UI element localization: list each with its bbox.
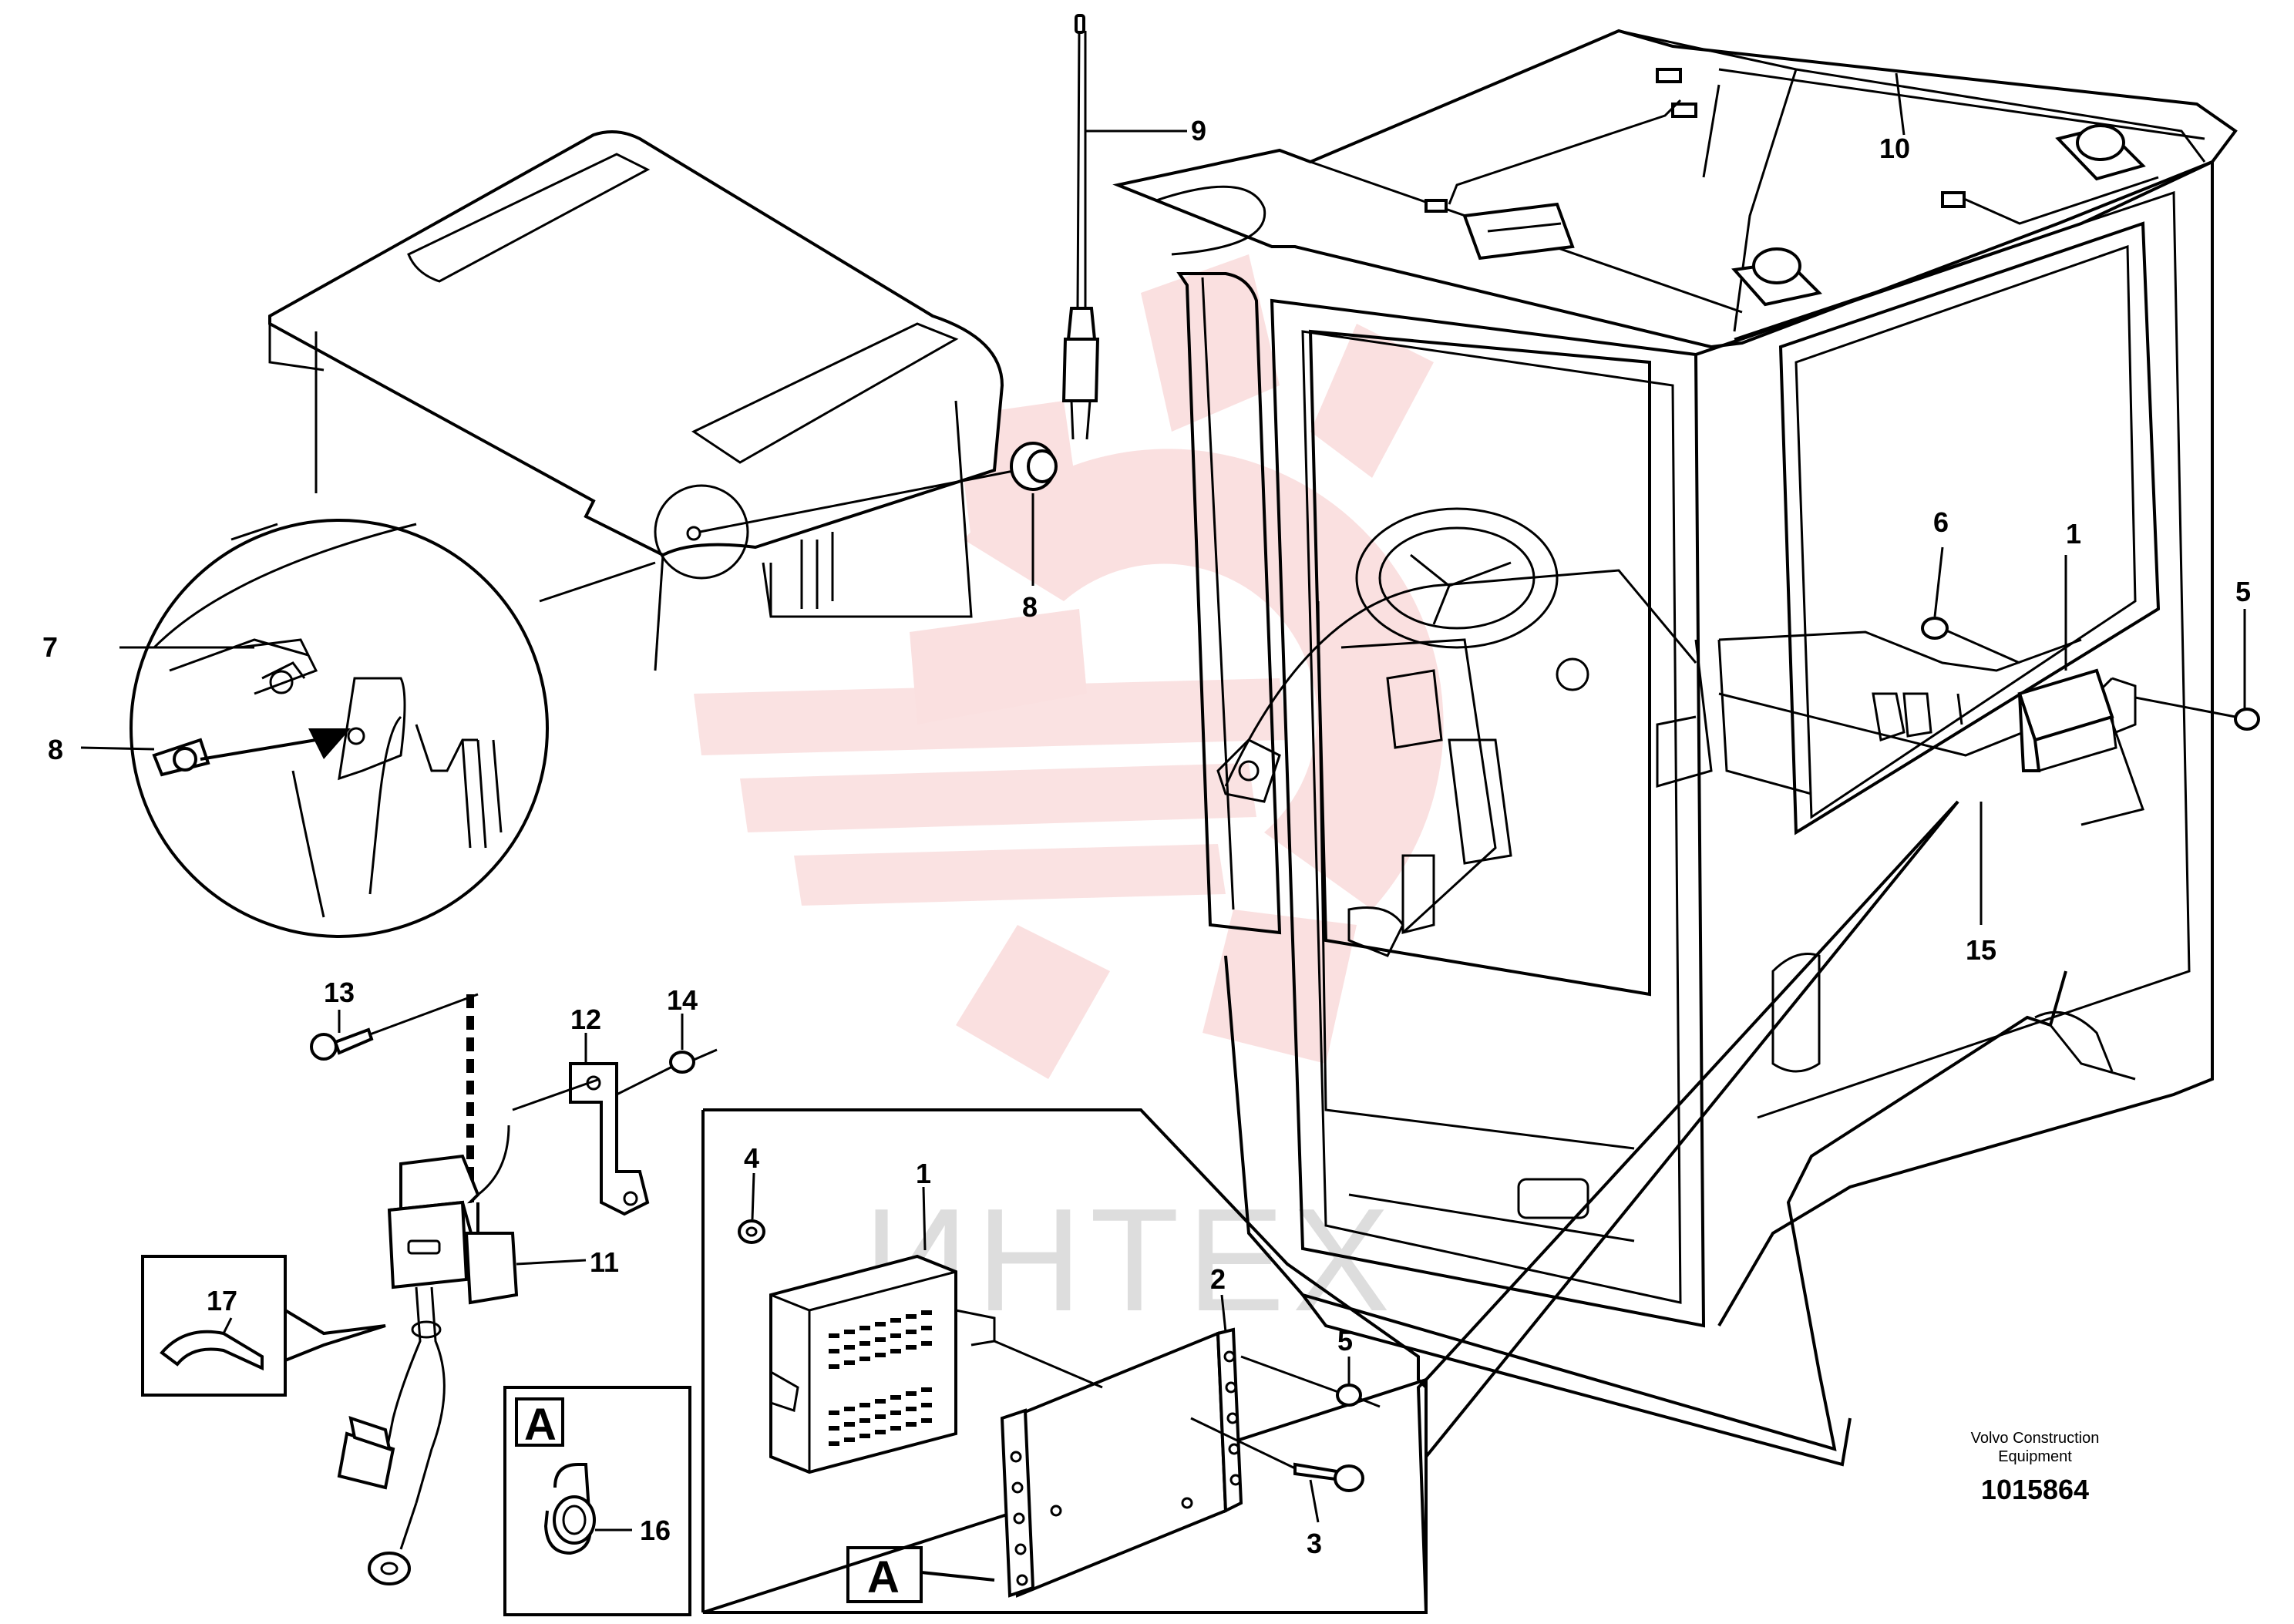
mounting-plate-2 — [994, 1294, 1243, 1598]
washer-4 — [738, 1172, 765, 1244]
callout-7: 7 — [42, 631, 58, 663]
relay-harness — [310, 993, 718, 1585]
view-label-a-bracket: A — [867, 1552, 900, 1602]
callout-3-box: 3 — [1307, 1528, 1322, 1559]
callout-8-antenna: 8 — [1022, 591, 1038, 623]
detail-magnifier — [130, 519, 656, 938]
callout-6: 6 — [1933, 506, 1949, 538]
brand-line-1: Volvo Construction — [1971, 1430, 2100, 1447]
ring-terminal — [368, 1502, 418, 1585]
ecu-vent-grid — [829, 1310, 932, 1446]
view-box-a-16 — [503, 1386, 691, 1616]
callout-14: 14 — [667, 984, 698, 1016]
callout-8-detail: 8 — [48, 734, 63, 765]
antenna — [1010, 14, 1187, 491]
clamp-16 — [543, 1463, 596, 1555]
callout-16: 16 — [640, 1515, 671, 1546]
roof-speaker-left — [1731, 247, 1823, 307]
callout-12: 12 — [570, 1004, 601, 1035]
callout-13: 13 — [324, 977, 355, 1008]
callout-17: 17 — [207, 1285, 237, 1316]
nut-5-box — [1240, 1355, 1381, 1408]
roof-radio-unit — [1462, 202, 1575, 261]
bracket-12 — [512, 1033, 679, 1216]
nut-6-cab — [1921, 617, 2020, 664]
antenna-mount-detail — [152, 738, 210, 777]
callout-11: 11 — [590, 1246, 619, 1278]
callout-1-cab: 1 — [2066, 518, 2081, 550]
callout-4-box: 4 — [744, 1142, 759, 1174]
brand-line-2: Equipment — [1998, 1448, 2072, 1465]
view-box-17 — [141, 1255, 386, 1397]
cable-tie-17 — [160, 1317, 264, 1371]
zoom-detail-box — [701, 800, 1959, 1614]
callout-10: 10 — [1879, 133, 1910, 164]
callout-9: 9 — [1191, 115, 1206, 146]
callout-15: 15 — [1966, 934, 1996, 966]
control-unit-cab — [2017, 668, 2137, 772]
steering-wheel — [1355, 507, 1559, 649]
drawing-number: 1015864 — [1981, 1474, 2089, 1505]
connector-plug — [337, 1416, 395, 1490]
callout-labels: 1 5 6 7 8 8 9 10 11 12 13 14 15 16 17 4 … — [42, 115, 2251, 1559]
view-label-a-small: A — [524, 1400, 557, 1450]
engine-hood-assembly — [268, 130, 1018, 671]
electronic-control-unit — [769, 1254, 996, 1474]
callout-5-cab: 5 — [2235, 576, 2251, 607]
bolt-13 — [310, 993, 479, 1061]
callout-1-box: 1 — [916, 1158, 931, 1189]
roof-speaker-right — [2055, 124, 2146, 181]
nut-14 — [669, 1014, 718, 1074]
leader-lines — [80, 72, 2246, 925]
bolt-3 — [1190, 1417, 1364, 1523]
callout-5-box: 5 — [1337, 1325, 1353, 1357]
callout-2-box: 2 — [1210, 1263, 1226, 1295]
relay-11 — [387, 1125, 587, 1305]
nut-5-cab — [2134, 696, 2260, 731]
